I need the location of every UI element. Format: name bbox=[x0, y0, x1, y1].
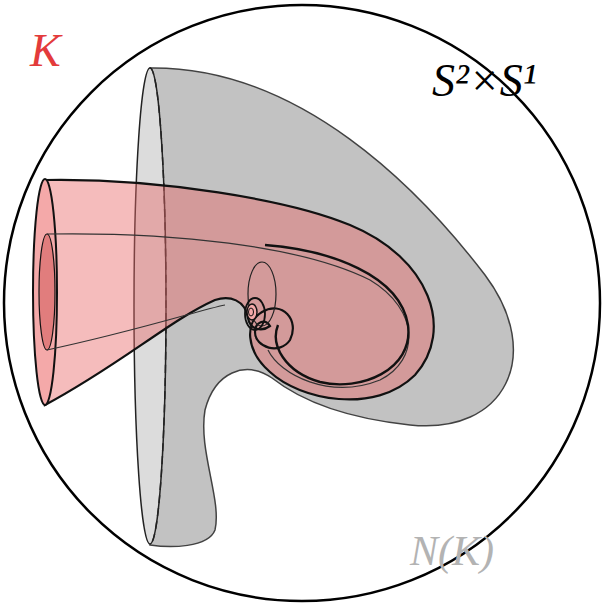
ambient-ball bbox=[4, 5, 600, 601]
spiral-section bbox=[247, 304, 257, 320]
spiral-curve bbox=[265, 245, 408, 384]
manifold-label: S²×S¹ bbox=[432, 58, 537, 104]
knot-region bbox=[45, 180, 434, 405]
tube-curve bbox=[47, 305, 225, 350]
spiral-section bbox=[249, 308, 254, 316]
tube-curve bbox=[47, 234, 409, 387]
knot-label: K bbox=[30, 28, 61, 74]
knot-disk bbox=[33, 179, 57, 405]
spiral-section bbox=[245, 298, 265, 330]
neighbourhood-label: N(K) bbox=[410, 530, 494, 572]
inner-disk bbox=[39, 234, 55, 350]
spiral-section bbox=[248, 262, 276, 326]
